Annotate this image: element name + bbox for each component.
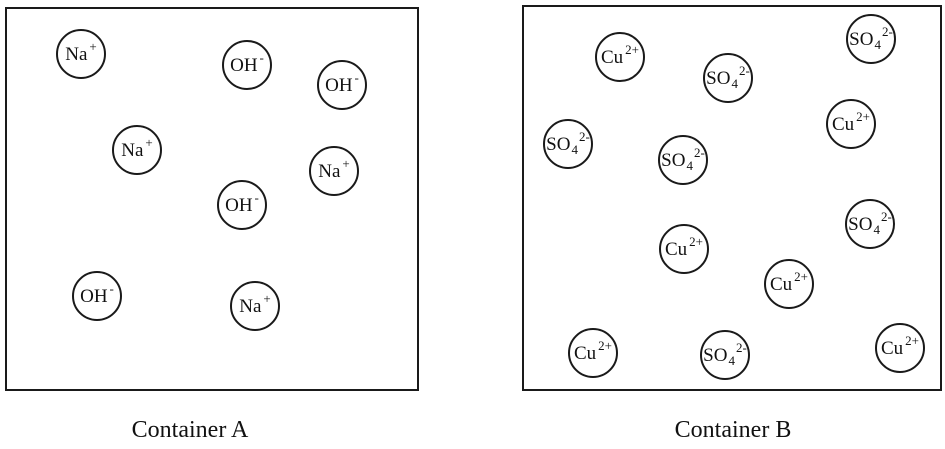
ion-container-a-0: Na+	[56, 29, 106, 79]
ion-container-a-3: Na+	[112, 125, 162, 175]
container-a-caption: Container A	[131, 417, 249, 443]
ion-container-a-5: OH-	[217, 180, 267, 230]
container-b-caption: Container B	[674, 417, 792, 443]
ion-container-a-4: Na+	[309, 146, 359, 196]
ion-container-a-6: OH-	[72, 271, 122, 321]
ion-container-a-7: Na+	[230, 281, 280, 331]
ion-container-a-1: OH-	[222, 40, 272, 90]
ion-container-a-2: OH-	[317, 60, 367, 110]
